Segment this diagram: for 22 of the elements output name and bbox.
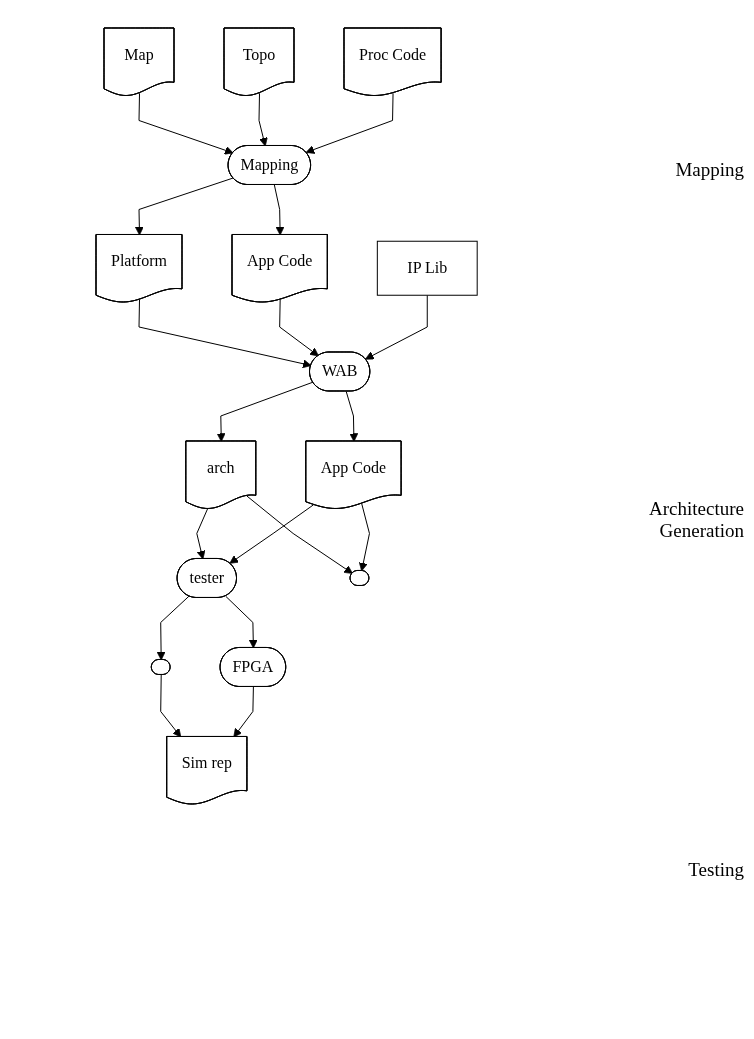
arrow (233, 686, 255, 738)
arrow (306, 92, 394, 154)
arrow (359, 503, 371, 572)
arrow (138, 299, 312, 369)
arrow (346, 391, 359, 442)
section-label: Mapping (674, 158, 744, 181)
arrow (229, 504, 315, 564)
arrow (225, 595, 259, 649)
arrow (157, 595, 190, 661)
arrow (217, 381, 314, 442)
arrow (138, 92, 234, 155)
arrow (258, 92, 269, 147)
arrow (160, 674, 182, 738)
arrow (246, 495, 354, 574)
arrow (135, 177, 235, 236)
node-box: IP Lib (377, 240, 479, 296)
section-label: Architecture Generation (648, 497, 744, 542)
section-label: Testing (687, 858, 744, 881)
arrow (274, 184, 285, 236)
arrow (279, 299, 320, 357)
arrow (196, 508, 209, 560)
arrow (365, 294, 429, 360)
